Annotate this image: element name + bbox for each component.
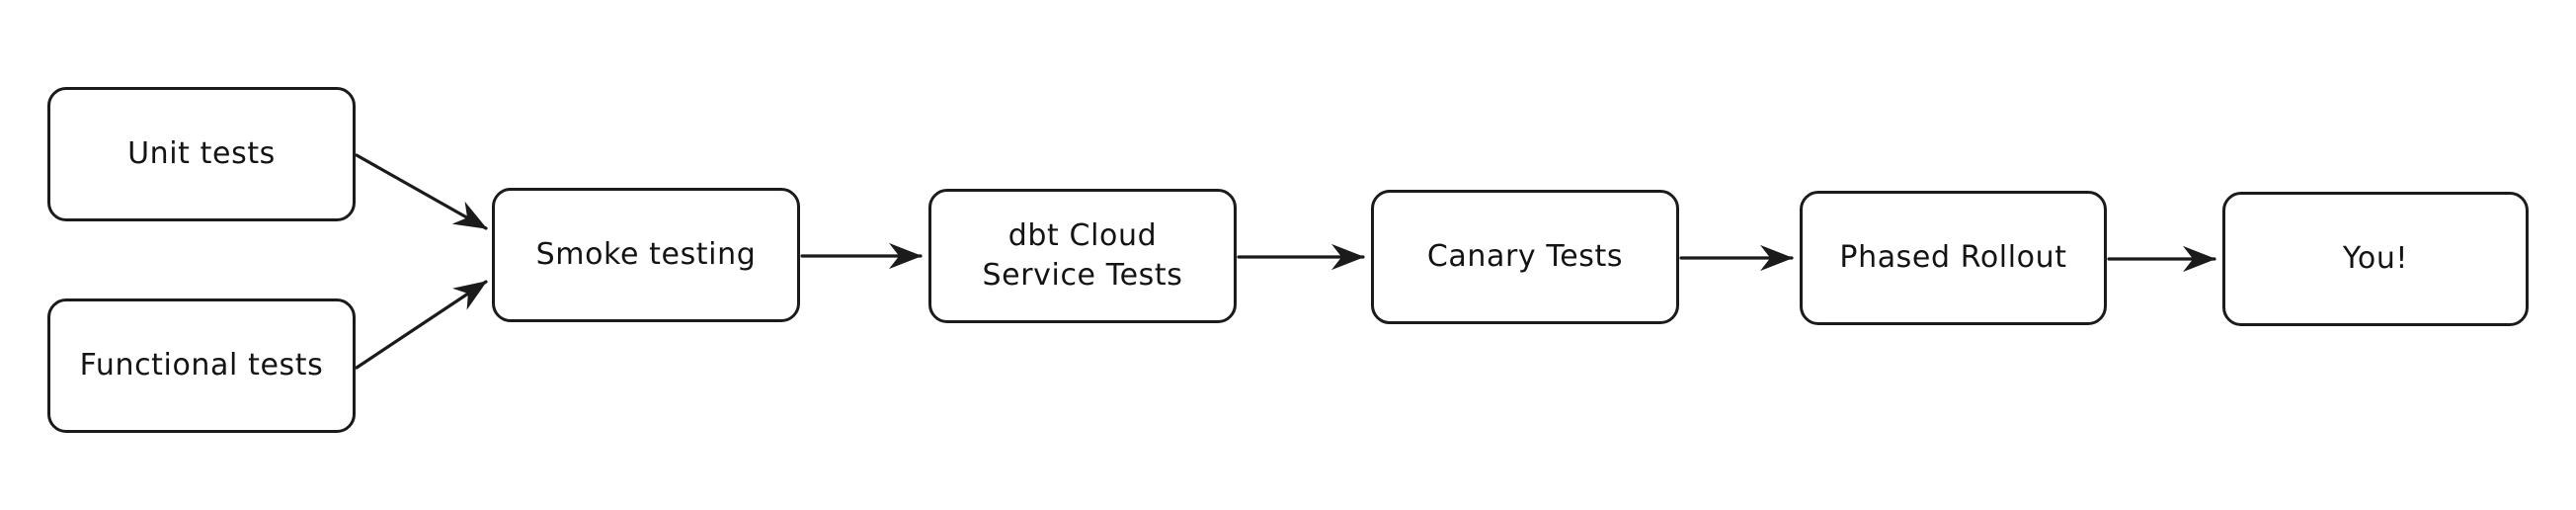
node-you[interactable]: You! — [2222, 192, 2529, 326]
node-dbt-cloud-service-tests-label: dbt Cloud Service Tests — [982, 218, 1183, 293]
node-smoke-testing[interactable]: Smoke testing — [492, 188, 800, 322]
node-functional-tests[interactable]: Functional tests — [47, 298, 356, 433]
node-unit-tests-label: Unit tests — [127, 136, 276, 172]
node-phased-rollout[interactable]: Phased Rollout — [1800, 191, 2107, 325]
node-functional-tests-label: Functional tests — [79, 348, 324, 383]
edge-unit-tests-to-smoke-testing — [355, 153, 488, 230]
node-dbt-cloud-service-tests[interactable]: dbt Cloud Service Tests — [928, 189, 1237, 323]
node-you-label: You! — [2342, 241, 2409, 277]
node-canary-tests-label: Canary Tests — [1426, 239, 1624, 275]
node-smoke-testing-label: Smoke testing — [535, 237, 757, 273]
edge-functional-tests-to-smoke-testing — [355, 280, 488, 370]
node-phased-rollout-label: Phased Rollout — [1839, 240, 2067, 276]
node-unit-tests[interactable]: Unit tests — [47, 87, 356, 221]
node-canary-tests[interactable]: Canary Tests — [1371, 190, 1679, 324]
